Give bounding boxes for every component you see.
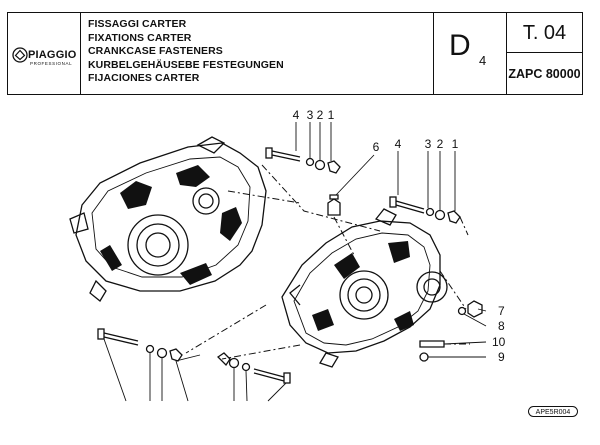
exploded-view-drawing: 4 3 2 1 6 4 3 2 1 7 8 10 9 5 3 2 1 2 3 4 (69, 108, 506, 402)
leader-lines (103, 122, 487, 402)
plug-part-6 (327, 194, 341, 216)
titles-cell: FISSAGGI CARTER FIXATIONS CARTER CRANKCA… (81, 13, 434, 94)
callout-top-right-4: 4 (395, 137, 402, 151)
title-es: FIJACIONES CARTER (88, 72, 200, 84)
callout-top-left-2: 2 (317, 108, 324, 122)
model-code: ZAPC 80000 (508, 67, 581, 81)
callout-top-right-2: 2 (437, 137, 444, 151)
callout-top-right-3: 3 (425, 137, 432, 151)
title-fr: FIXATIONS CARTER (88, 31, 192, 44)
small-parts-right (419, 300, 483, 362)
callout-top-right-1: 1 (452, 137, 459, 151)
bolt-set-bottom-right (216, 352, 291, 384)
callout-6: 6 (373, 140, 380, 154)
title-de: KURBELGEHÄUSEBE FESTEGUNGEN (88, 58, 284, 71)
brand-name: PIAGGIO (28, 48, 77, 61)
piaggio-logo: PIAGGIO (12, 47, 76, 63)
bolt-set-top-left (265, 147, 341, 174)
title-en: CRANKCASE FASTENERS (88, 45, 223, 57)
bolt-set-top-right (389, 196, 461, 224)
piaggio-emblem-icon (12, 47, 28, 63)
logo-cell: PIAGGIO PROFESSIONAL (8, 13, 81, 94)
right-crankcase-half (281, 208, 448, 368)
assembly-lines (185, 164, 470, 360)
callout-7: 7 (498, 304, 505, 318)
callout-10: 10 (492, 335, 506, 349)
callout-top-left-4: 4 (293, 108, 300, 122)
drawing-code-stamp: APE5R004 (528, 406, 578, 417)
title-it: FISSAGGI CARTER (88, 18, 187, 30)
callout-9: 9 (498, 350, 505, 364)
title-list: FISSAGGI CARTER FIXATIONS CARTER CRANKCA… (88, 18, 284, 86)
callout-top-left-3: 3 (307, 108, 314, 122)
table-number: T. 04 (507, 13, 582, 53)
section-number: 4 (479, 53, 487, 68)
brand-subtitle: PROFESSIONAL (30, 61, 73, 66)
callout-8: 8 (498, 319, 505, 333)
section-letter: D (449, 29, 471, 62)
reference-cell: T. 04 ZAPC 80000 (507, 13, 582, 94)
title-block: PIAGGIO PROFESSIONAL FISSAGGI CARTER FIX… (7, 12, 583, 95)
bolt-set-bottom-left (97, 328, 183, 362)
left-crankcase-half (69, 136, 267, 302)
section-cell: D 4 (434, 13, 507, 94)
callout-top-left-1: 1 (328, 108, 335, 122)
